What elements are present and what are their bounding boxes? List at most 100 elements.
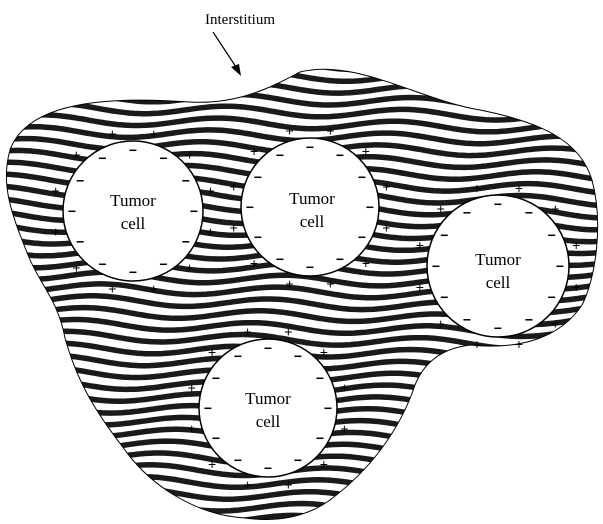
positive-charge: + bbox=[52, 224, 60, 240]
interstitium-stripe bbox=[0, 68, 603, 85]
positive-charge: + bbox=[52, 182, 60, 198]
positive-charge: + bbox=[108, 126, 116, 142]
negative-charge: − bbox=[440, 289, 448, 305]
negative-charge: − bbox=[254, 229, 262, 245]
negative-charge: − bbox=[159, 256, 167, 272]
positive-charge: + bbox=[286, 123, 294, 139]
negative-charge: − bbox=[76, 173, 84, 189]
negative-charge: − bbox=[336, 251, 344, 267]
negative-charge: − bbox=[548, 227, 556, 243]
negative-charge: − bbox=[294, 348, 302, 364]
positive-charge: + bbox=[320, 456, 328, 472]
positive-charge: + bbox=[551, 315, 559, 331]
negative-charge: − bbox=[525, 312, 533, 328]
negative-charge: − bbox=[494, 196, 502, 212]
tumor-cell-2-label-line1: Tumor bbox=[289, 189, 335, 208]
positive-charge: + bbox=[206, 182, 214, 198]
tumor-cell-4-label-line1: Tumor bbox=[245, 389, 291, 408]
positive-charge: + bbox=[340, 420, 348, 436]
positive-charge: + bbox=[108, 280, 116, 296]
positive-charge: + bbox=[188, 420, 196, 436]
negative-charge: − bbox=[76, 234, 84, 250]
negative-charge: − bbox=[440, 227, 448, 243]
positive-charge: + bbox=[362, 255, 370, 271]
negative-charge: − bbox=[324, 400, 332, 416]
tumor-cell-4: Tumor cell bbox=[199, 339, 337, 477]
tumor-cell-2-label-line2: cell bbox=[300, 212, 325, 231]
negative-charge: − bbox=[98, 256, 106, 272]
positive-charge: + bbox=[208, 456, 216, 472]
positive-charge: + bbox=[320, 344, 328, 360]
negative-charge: − bbox=[264, 340, 272, 356]
positive-charge: + bbox=[186, 146, 194, 162]
negative-charge: − bbox=[548, 289, 556, 305]
tumor-cell-3: Tumor cell bbox=[427, 195, 569, 337]
interstitium-label: Interstitium bbox=[205, 12, 275, 28]
positive-charge: + bbox=[382, 219, 390, 235]
positive-charge: + bbox=[416, 279, 424, 295]
positive-charge: + bbox=[382, 179, 390, 195]
positive-charge: + bbox=[206, 224, 214, 240]
tumor-cell-1: Tumor cell bbox=[63, 141, 203, 281]
negative-charge: − bbox=[463, 204, 471, 220]
negative-charge: − bbox=[182, 173, 190, 189]
positive-charge: + bbox=[250, 255, 258, 271]
positive-charge: + bbox=[326, 275, 334, 291]
interstitium-stripe bbox=[0, 79, 603, 96]
negative-charge: − bbox=[212, 430, 220, 446]
negative-charge: − bbox=[264, 460, 272, 476]
negative-charge: − bbox=[234, 452, 242, 468]
negative-charge: − bbox=[276, 147, 284, 163]
negative-charge: − bbox=[294, 452, 302, 468]
positive-charge: + bbox=[230, 219, 238, 235]
negative-charge: − bbox=[182, 234, 190, 250]
interstitium-arrow-icon bbox=[213, 32, 241, 76]
negative-charge: − bbox=[254, 169, 262, 185]
negative-charge: − bbox=[276, 251, 284, 267]
positive-charge: + bbox=[244, 324, 252, 340]
negative-charge: − bbox=[306, 139, 314, 155]
positive-charge: + bbox=[244, 476, 252, 492]
negative-charge: − bbox=[494, 320, 502, 336]
interstitium-stripe bbox=[0, 44, 603, 61]
negative-charge: − bbox=[98, 150, 106, 166]
tumor-cell-1-label-line1: Tumor bbox=[110, 191, 156, 210]
tumor-cell-2: Tumor cell bbox=[241, 138, 379, 276]
positive-charge: + bbox=[284, 324, 292, 340]
positive-charge: + bbox=[230, 179, 238, 195]
negative-charge: − bbox=[246, 199, 254, 215]
negative-charge: − bbox=[556, 258, 564, 274]
tumor-cell-1-label-line2: cell bbox=[121, 214, 146, 233]
positive-charge: + bbox=[186, 260, 194, 276]
positive-charge: + bbox=[551, 201, 559, 217]
negative-charge: − bbox=[358, 229, 366, 245]
positive-charge: + bbox=[250, 143, 258, 159]
positive-charge: + bbox=[326, 123, 334, 139]
negative-charge: − bbox=[129, 264, 137, 280]
negative-charge: − bbox=[234, 348, 242, 364]
positive-charge: + bbox=[284, 476, 292, 492]
positive-charge: + bbox=[572, 237, 580, 253]
positive-charge: + bbox=[340, 380, 348, 396]
negative-charge: − bbox=[306, 259, 314, 275]
positive-charge: + bbox=[150, 126, 158, 142]
positive-charge: + bbox=[473, 336, 481, 352]
negative-charge: − bbox=[432, 258, 440, 274]
tumor-cell-3-label-line1: Tumor bbox=[475, 250, 521, 269]
negative-charge: − bbox=[525, 204, 533, 220]
negative-charge: − bbox=[68, 203, 76, 219]
positive-charge: + bbox=[437, 201, 445, 217]
positive-charge: + bbox=[416, 237, 424, 253]
negative-charge: − bbox=[366, 199, 374, 215]
positive-charge: + bbox=[437, 315, 445, 331]
positive-charge: + bbox=[286, 275, 294, 291]
negative-charge: − bbox=[336, 147, 344, 163]
positive-charge: + bbox=[150, 280, 158, 296]
positive-charge: + bbox=[188, 380, 196, 396]
positive-charge: + bbox=[72, 260, 80, 276]
negative-charge: − bbox=[316, 370, 324, 386]
negative-charge: − bbox=[204, 400, 212, 416]
interstitium-stripe bbox=[0, 56, 603, 73]
interstitium-stripe bbox=[0, 32, 603, 49]
